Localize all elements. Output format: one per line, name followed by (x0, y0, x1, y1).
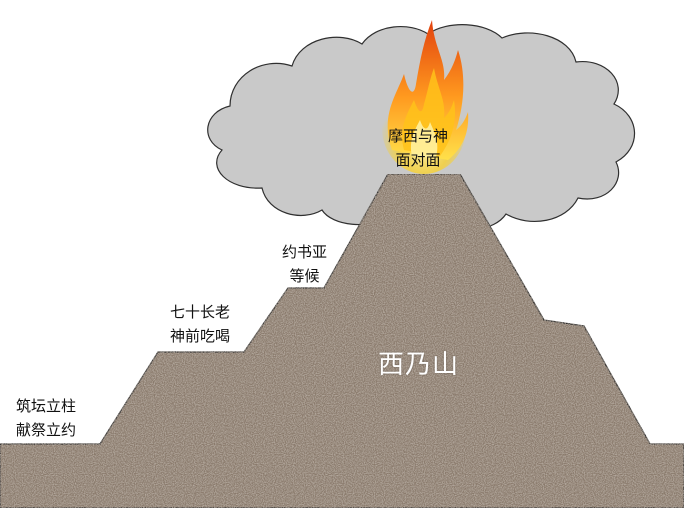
station-elders-line2: 神前吃喝 (170, 327, 231, 345)
station-summit-line1: 摩西与神 (388, 127, 449, 145)
station-elders-line1: 七十长老 (170, 303, 231, 321)
station-foot-line1: 筑坛立柱 (16, 397, 77, 415)
station-summit-line2: 面对面 (395, 151, 441, 169)
station-joshua-line1: 约书亚 (282, 243, 328, 261)
station-label-foot: 筑坛立柱 献祭立约 (16, 394, 76, 442)
station-joshua-line2: 等候 (289, 267, 320, 285)
station-label-elders: 七十长老 神前吃喝 (170, 300, 230, 348)
mountain-name: 西乃山 (378, 350, 460, 380)
station-foot-line2: 献祭立约 (16, 421, 77, 439)
mountain-body (0, 173, 684, 509)
flame-icon (382, 20, 469, 174)
station-label-summit: 摩西与神 面对面 (388, 124, 448, 172)
station-label-joshua: 约书亚 等候 (282, 240, 327, 288)
